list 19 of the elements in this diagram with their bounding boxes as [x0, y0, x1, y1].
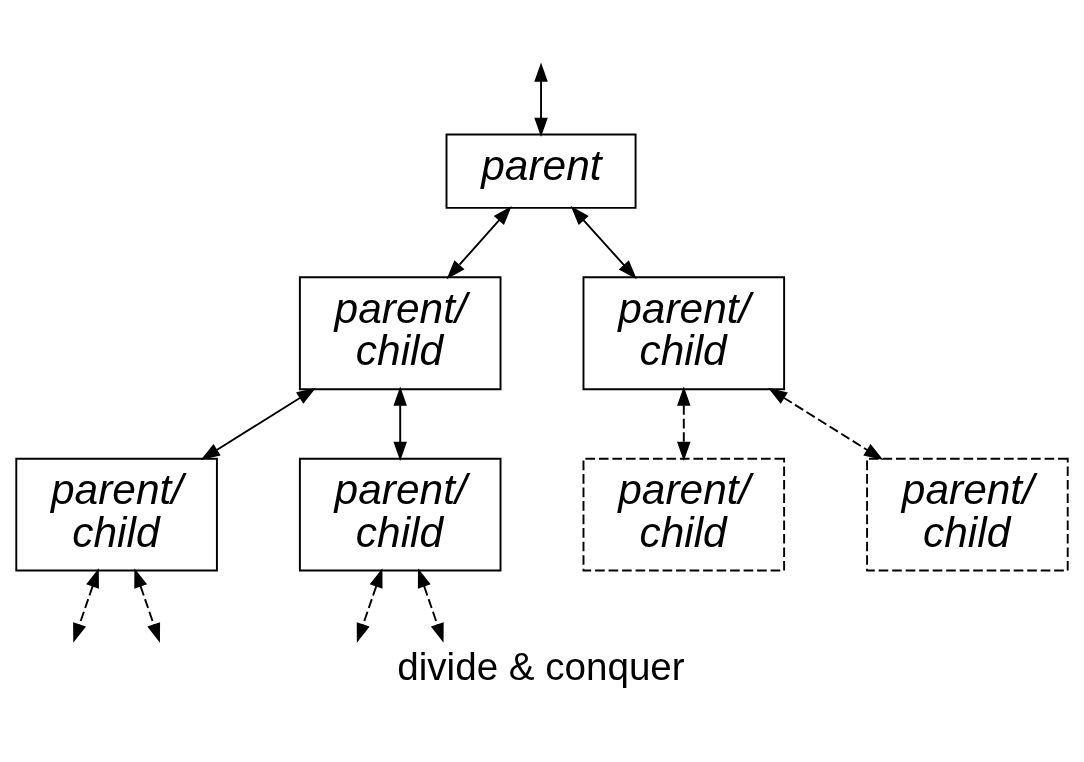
arrow — [73, 567, 99, 643]
arrow — [570, 205, 637, 279]
arrow — [767, 387, 884, 460]
node-box: parent/ child — [298, 457, 502, 572]
arrow — [393, 386, 407, 461]
arrow — [134, 567, 161, 643]
arrow — [534, 62, 548, 137]
caption: divide & conquer — [397, 644, 685, 688]
arrow — [417, 567, 444, 643]
node-box: parent — [445, 133, 637, 209]
arrow — [356, 567, 383, 643]
node-box: parent/ child — [582, 457, 786, 572]
node-box: parent/ child — [866, 457, 1069, 572]
arrow — [677, 386, 691, 461]
arrow — [200, 387, 317, 460]
arrow — [446, 205, 512, 279]
node-box: parent/ child — [15, 457, 218, 572]
node-box: parent/ child — [298, 275, 502, 390]
node-box: parent/ child — [582, 275, 786, 390]
